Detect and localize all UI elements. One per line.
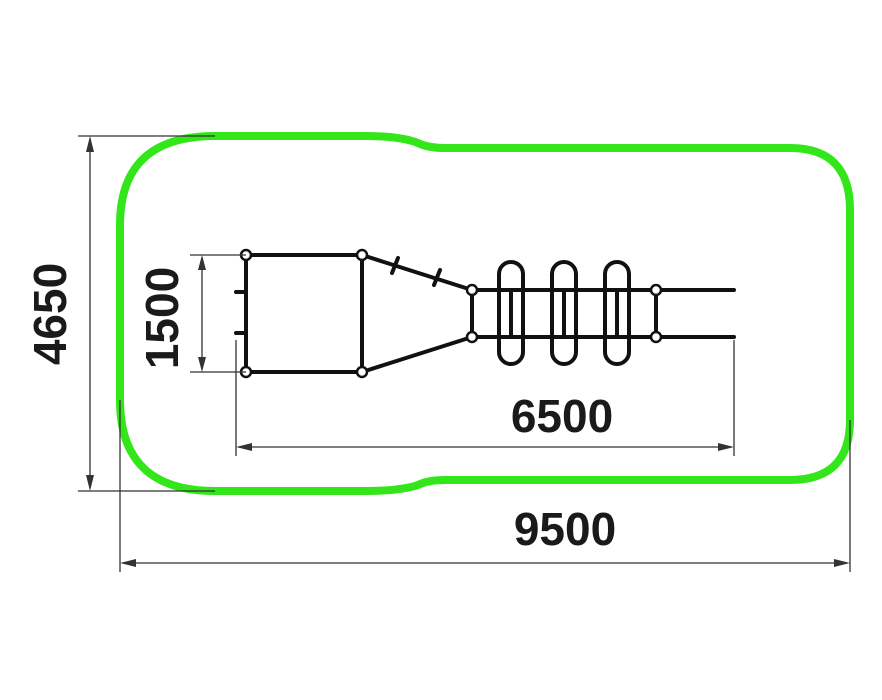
safety-zone-outline [116, 132, 854, 495]
arrowhead [718, 443, 734, 451]
equipment-width-label: 1500 [136, 267, 188, 369]
joint-node [355, 365, 369, 379]
arch-loop-2 [550, 260, 578, 366]
overall-width-label: 9500 [514, 503, 616, 555]
equipment-length-label: 6500 [511, 390, 613, 442]
arrowhead [120, 559, 136, 567]
dimension-overall-height: 4650 [24, 135, 215, 492]
joint-node [649, 283, 663, 297]
arrowhead [86, 475, 94, 491]
equipment-structure [234, 248, 736, 379]
arrowhead [198, 255, 206, 270]
bridge-rail-bottom [360, 335, 474, 374]
arrowhead [236, 443, 252, 451]
bridge-tick-2 [432, 268, 442, 287]
arch-loop-3 [603, 260, 631, 366]
arrowhead [834, 559, 850, 567]
joint-node [649, 330, 663, 344]
joint-node [465, 330, 479, 344]
bridge-tick-1 [390, 256, 400, 275]
platform-frame [244, 253, 364, 374]
joint-node [465, 283, 479, 297]
bridge-rail-top [360, 253, 474, 292]
dimension-equipment-width: 1500 [136, 254, 246, 373]
overall-height-label: 4650 [24, 263, 76, 365]
arch-loop-1 [497, 260, 525, 366]
arrowhead [198, 357, 206, 372]
dimension-equipment-length: 6500 [235, 340, 735, 456]
arrowhead [86, 136, 94, 152]
joint-node [355, 248, 369, 262]
dimension-overall-width: 9500 [119, 400, 851, 572]
